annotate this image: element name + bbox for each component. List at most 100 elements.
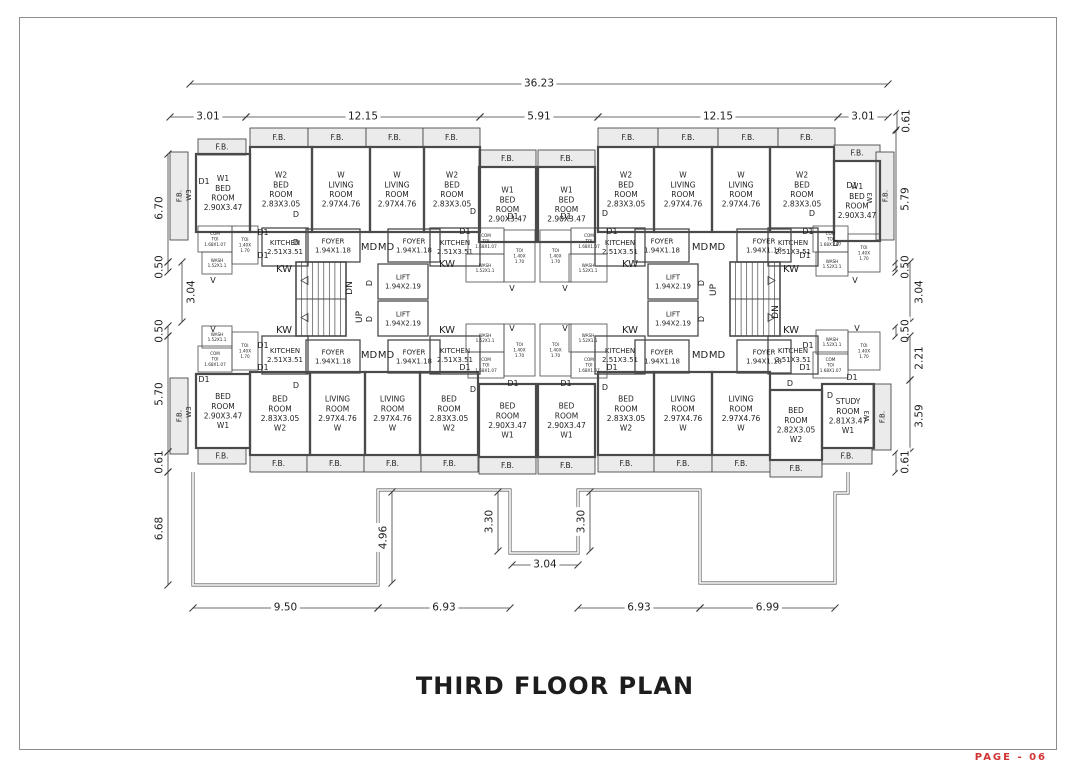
svg-text:F.B.: F.B.	[272, 459, 285, 468]
room-fb: F.B.	[197, 138, 247, 156]
plan-label-md: MD	[709, 350, 726, 361]
plan-label-md: MD	[709, 242, 726, 253]
svg-text:0.61: 0.61	[901, 109, 913, 132]
plan-label-kw: KW	[276, 264, 292, 275]
svg-text:F.B.: F.B.	[215, 143, 228, 152]
plan-label-d1: D1	[198, 375, 209, 384]
svg-text:6.68: 6.68	[154, 517, 166, 540]
dimension-12.15: 12.15	[242, 108, 484, 123]
svg-text:F.B.: F.B.	[881, 190, 889, 202]
plan-label-d1: D1	[507, 212, 518, 221]
plan-label-d: D	[787, 379, 793, 388]
room-fb: F.B.	[777, 127, 836, 148]
plan-label-d: D	[833, 239, 839, 248]
dimension-9.50: 9.50	[189, 599, 382, 614]
plan-label-md: MD	[692, 242, 709, 253]
plan-label-d: D	[809, 209, 815, 218]
dimension-6.99: 6.99	[696, 599, 839, 614]
plan-label-d: D	[697, 280, 706, 286]
plan-label-dn: DN	[771, 305, 781, 319]
plan-label-up: UP	[355, 310, 365, 323]
dimension-3.30: 3.30	[481, 488, 502, 555]
plan-label-kw: KW	[783, 325, 799, 336]
svg-text:F.B.: F.B.	[560, 154, 573, 163]
svg-text:F.B.: F.B.	[681, 133, 694, 142]
plan-label-d: D	[827, 391, 833, 400]
plan-label-kw: KW	[439, 325, 455, 336]
plan-label-d: D	[365, 316, 374, 322]
plan-label-d1: D1	[507, 379, 518, 388]
room-fb: F.B.	[833, 144, 881, 162]
svg-text:F.B.: F.B.	[676, 459, 689, 468]
plan-label-d: D	[602, 383, 608, 392]
plan-label-d: D	[365, 280, 374, 286]
plan-label-d1: D1	[560, 212, 571, 221]
svg-text:F.B.: F.B.	[619, 459, 632, 468]
room-fb: F.B.	[769, 459, 823, 478]
svg-text:3.59: 3.59	[914, 404, 926, 427]
room-fb: F.B.	[306, 454, 365, 473]
room-fb: F.B.	[597, 454, 655, 473]
dimension-5.79: 5.79	[892, 126, 912, 272]
dimension-0.61: 0.61	[151, 447, 172, 477]
plan-label-d1: D1	[198, 177, 209, 186]
room-fb: F.B.	[478, 149, 537, 168]
plan-label-v: V	[509, 324, 515, 333]
plan-label-d1: D1	[459, 227, 470, 236]
svg-text:6.93: 6.93	[432, 602, 455, 614]
plan-title: THIRD FLOOR PLAN	[415, 672, 695, 700]
plan-label-w3: W3	[185, 189, 193, 200]
plan-label-v: V	[854, 324, 860, 333]
plan-label-d: D	[697, 316, 706, 322]
room-fb: F.B.	[478, 456, 537, 475]
plan-label-d: D	[293, 381, 299, 390]
plan-label-w3: W3	[863, 410, 871, 421]
svg-text:F.B.: F.B.	[501, 154, 514, 163]
